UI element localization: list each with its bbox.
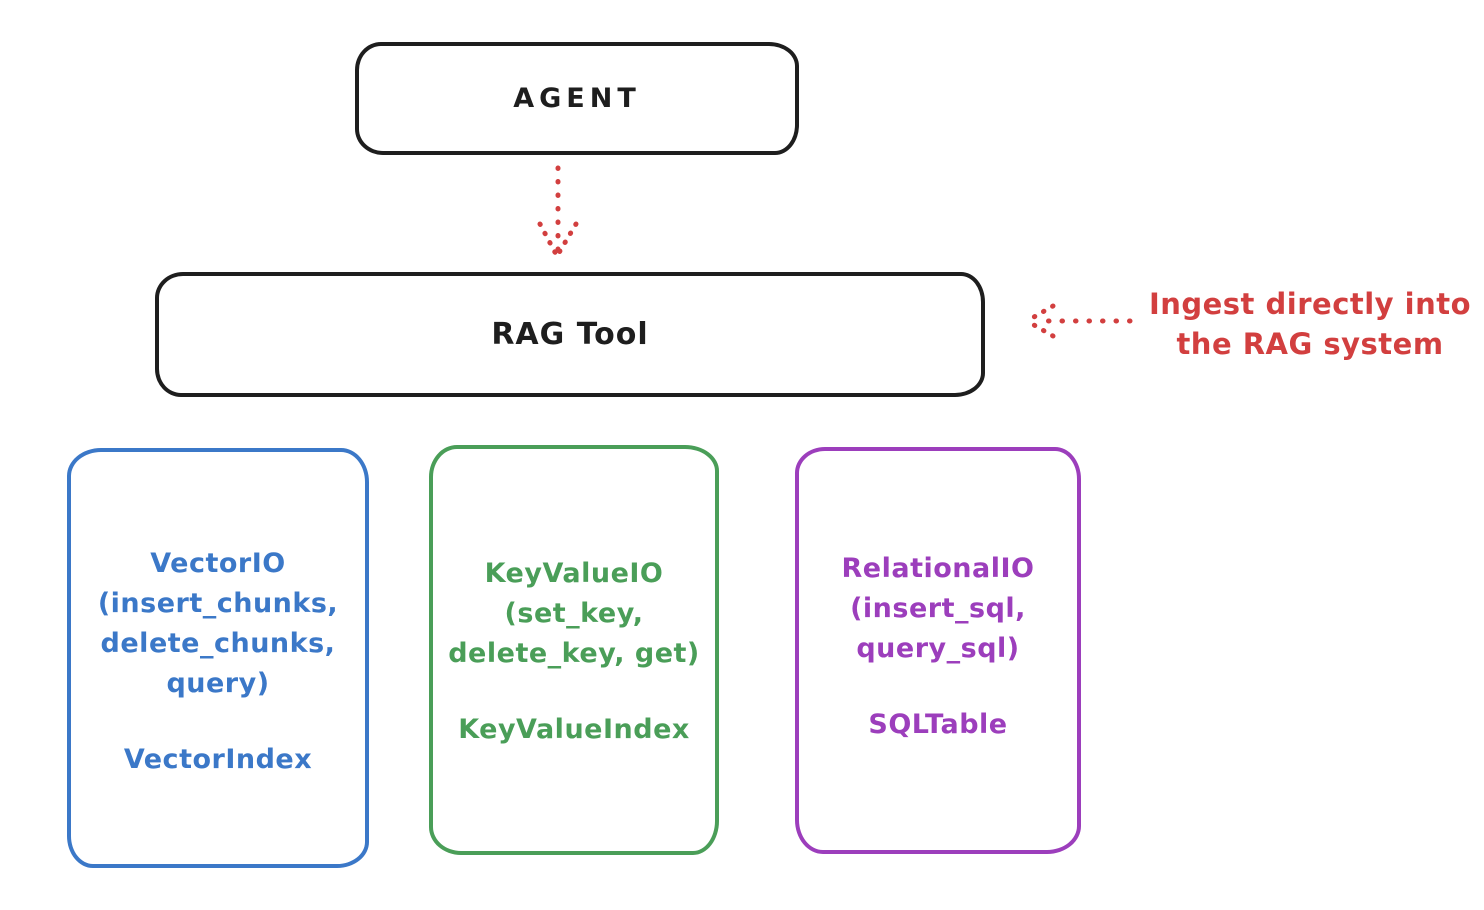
keyvalue-io-card: KeyValueIO (set_key, delete_key, get) Ke… (429, 445, 719, 855)
dotted-down-arrow-icon (537, 165, 579, 259)
keyvalue-index-label: KeyValueIndex (458, 714, 690, 745)
rag-tool-label: RAG Tool (491, 317, 649, 352)
sql-table-label: SQLTable (868, 709, 1008, 740)
vector-io-name: VectorIO (150, 548, 286, 579)
relational-io-card: RelationalIO (insert_sql, query_sql) SQL… (795, 447, 1081, 854)
keyvalue-io-signature: KeyValueIO (set_key, delete_key, get) (433, 554, 715, 674)
rag-tool-node: RAG Tool (155, 272, 985, 397)
vector-io-args-line1: (insert_chunks, (97, 588, 339, 619)
vector-io-args-line2: delete_chunks, (100, 628, 336, 659)
agent-label: AGENT (513, 83, 641, 114)
relational-io-signature: RelationalIO (insert_sql, query_sql) (799, 549, 1077, 669)
dotted-left-arrow-icon (1024, 303, 1133, 339)
vector-io-card: VectorIO (insert_chunks, delete_chunks, … (67, 448, 369, 868)
vector-io-signature: VectorIO (insert_chunks, delete_chunks, … (71, 544, 365, 704)
relational-io-args-line1: (insert_sql, (850, 593, 1026, 624)
vector-index-label: VectorIndex (123, 744, 313, 775)
ingest-annotation-line2: the RAG system (1176, 327, 1444, 361)
ingest-annotation: Ingest directly into the RAG system (1138, 284, 1482, 364)
vector-io-args-line3: query) (166, 668, 270, 699)
relational-io-args-line2: query_sql) (856, 633, 1020, 664)
agent-node: AGENT (355, 42, 799, 155)
keyvalue-io-args-line2: delete_key, get) (448, 638, 700, 669)
relational-io-name: RelationalIO (841, 553, 1035, 584)
keyvalue-io-args-line1: (set_key, (504, 598, 644, 629)
ingest-annotation-line1: Ingest directly into (1148, 287, 1472, 321)
keyvalue-io-name: KeyValueIO (484, 558, 664, 589)
